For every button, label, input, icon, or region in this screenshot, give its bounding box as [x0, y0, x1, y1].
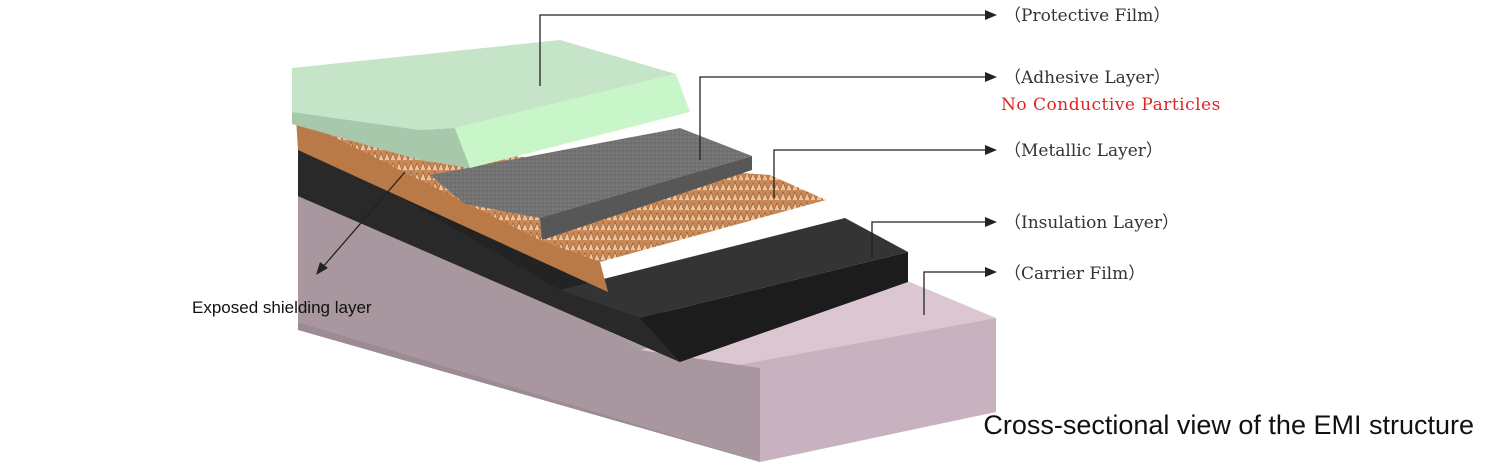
adhesive-end — [540, 156, 752, 240]
label-carrier-film: （Carrier Film） — [1004, 264, 1145, 284]
arrowhead-adhesive-layer — [985, 72, 997, 82]
arrowhead-carrier-film — [985, 267, 997, 277]
arrowhead-protective-film — [985, 10, 997, 20]
adhesive-top — [430, 128, 752, 218]
leader-adhesive-layer — [699, 76, 985, 160]
label-adhesive-layer: （Adhesive Layer） — [1004, 68, 1171, 88]
arrowhead-exposed-shielding — [316, 262, 328, 275]
carrier-film-top — [640, 280, 996, 368]
label-insulation-layer: （Insulation Layer） — [1004, 213, 1179, 233]
leader-metallic-layer — [773, 149, 985, 198]
leader-carrier-film — [923, 271, 985, 315]
label-protective-film: （Protective Film） — [1004, 6, 1170, 26]
arrowhead-insulation-layer — [985, 217, 997, 227]
protective-film-flap — [455, 74, 690, 168]
leader-insulation-layer — [871, 221, 985, 258]
protective-film-top — [292, 40, 676, 130]
protective-film-side — [292, 112, 470, 168]
metallic-side — [296, 118, 608, 292]
label-adhesive-note: No Conductive Particles — [1001, 95, 1221, 115]
insulation-top — [560, 218, 908, 318]
insulation-body — [298, 138, 680, 362]
insulation-layer — [298, 138, 908, 362]
adhesive-layer — [430, 128, 752, 240]
leader-protective-film — [539, 14, 985, 86]
label-exposed-shielding: Exposed shielding layer — [192, 298, 372, 317]
insulation-end — [640, 252, 908, 362]
protective-film-layer — [292, 40, 690, 168]
leader-exposed-shielding — [321, 171, 406, 269]
diagram-caption: Cross-sectional view of the EMI structur… — [983, 410, 1474, 440]
arrowhead-metallic-layer — [985, 145, 997, 155]
carrier-film-end-face — [720, 318, 996, 462]
label-metallic-layer: （Metallic Layer） — [1004, 141, 1163, 161]
